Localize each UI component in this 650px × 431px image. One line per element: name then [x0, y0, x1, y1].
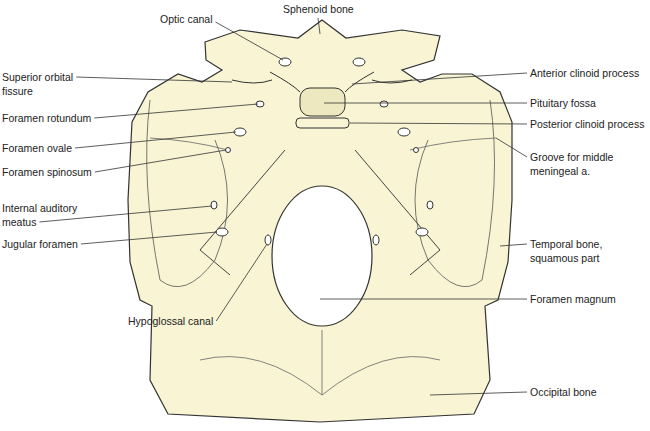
- part-label: Sphenoid bone: [283, 2, 354, 16]
- part-label: Internal auditory meatus: [2, 201, 82, 229]
- leader-line: [81, 232, 217, 244]
- leader-line: [216, 22, 283, 60]
- anterior-clinoid: [270, 72, 374, 92]
- part-label: Groove for middle meningeal a.: [530, 150, 630, 178]
- middle-fossa-left: [147, 100, 228, 287]
- part-label: Posterior clinoid process: [530, 117, 644, 131]
- leader-line: [75, 132, 236, 148]
- leader-line: [76, 77, 232, 82]
- leader-line: [430, 392, 527, 395]
- pituitary-fossa: [300, 88, 345, 116]
- middle-fossa-right: [415, 100, 495, 287]
- foramen-magnum: [272, 186, 372, 326]
- leader-line: [500, 244, 527, 246]
- part-label: Foramen rotundum: [2, 111, 91, 125]
- foramina: [211, 58, 433, 245]
- leader-line: [320, 299, 527, 300]
- part-label: Foramen spinosum: [2, 165, 92, 179]
- leader-line: [216, 244, 267, 321]
- leader-line: [352, 73, 527, 84]
- part-label: Occipital bone: [530, 385, 597, 399]
- meningeal-groove: [150, 138, 496, 150]
- part-label: Anterior clinoid process: [530, 66, 639, 80]
- part-label: Temporal bone, squamous part: [530, 237, 610, 265]
- part-label: Foramen magnum: [530, 292, 616, 306]
- leader-line: [324, 103, 527, 104]
- occipital-ridges: [200, 330, 440, 395]
- leader-line: [94, 104, 258, 118]
- dorsum-sellae: [296, 118, 349, 128]
- part-label: Pituitary fossa: [530, 96, 596, 110]
- leader-line: [496, 138, 527, 157]
- leader-line: [318, 18, 320, 34]
- leader-line: [95, 150, 226, 172]
- leader-line: [350, 123, 527, 124]
- part-label: Optic canal: [160, 12, 213, 26]
- part-label: Superior orbital fissure: [2, 70, 86, 98]
- part-label: Hypoglossal canal: [128, 314, 213, 328]
- part-label: Jugular foramen: [2, 237, 78, 251]
- part-label: Foramen ovale: [2, 141, 72, 155]
